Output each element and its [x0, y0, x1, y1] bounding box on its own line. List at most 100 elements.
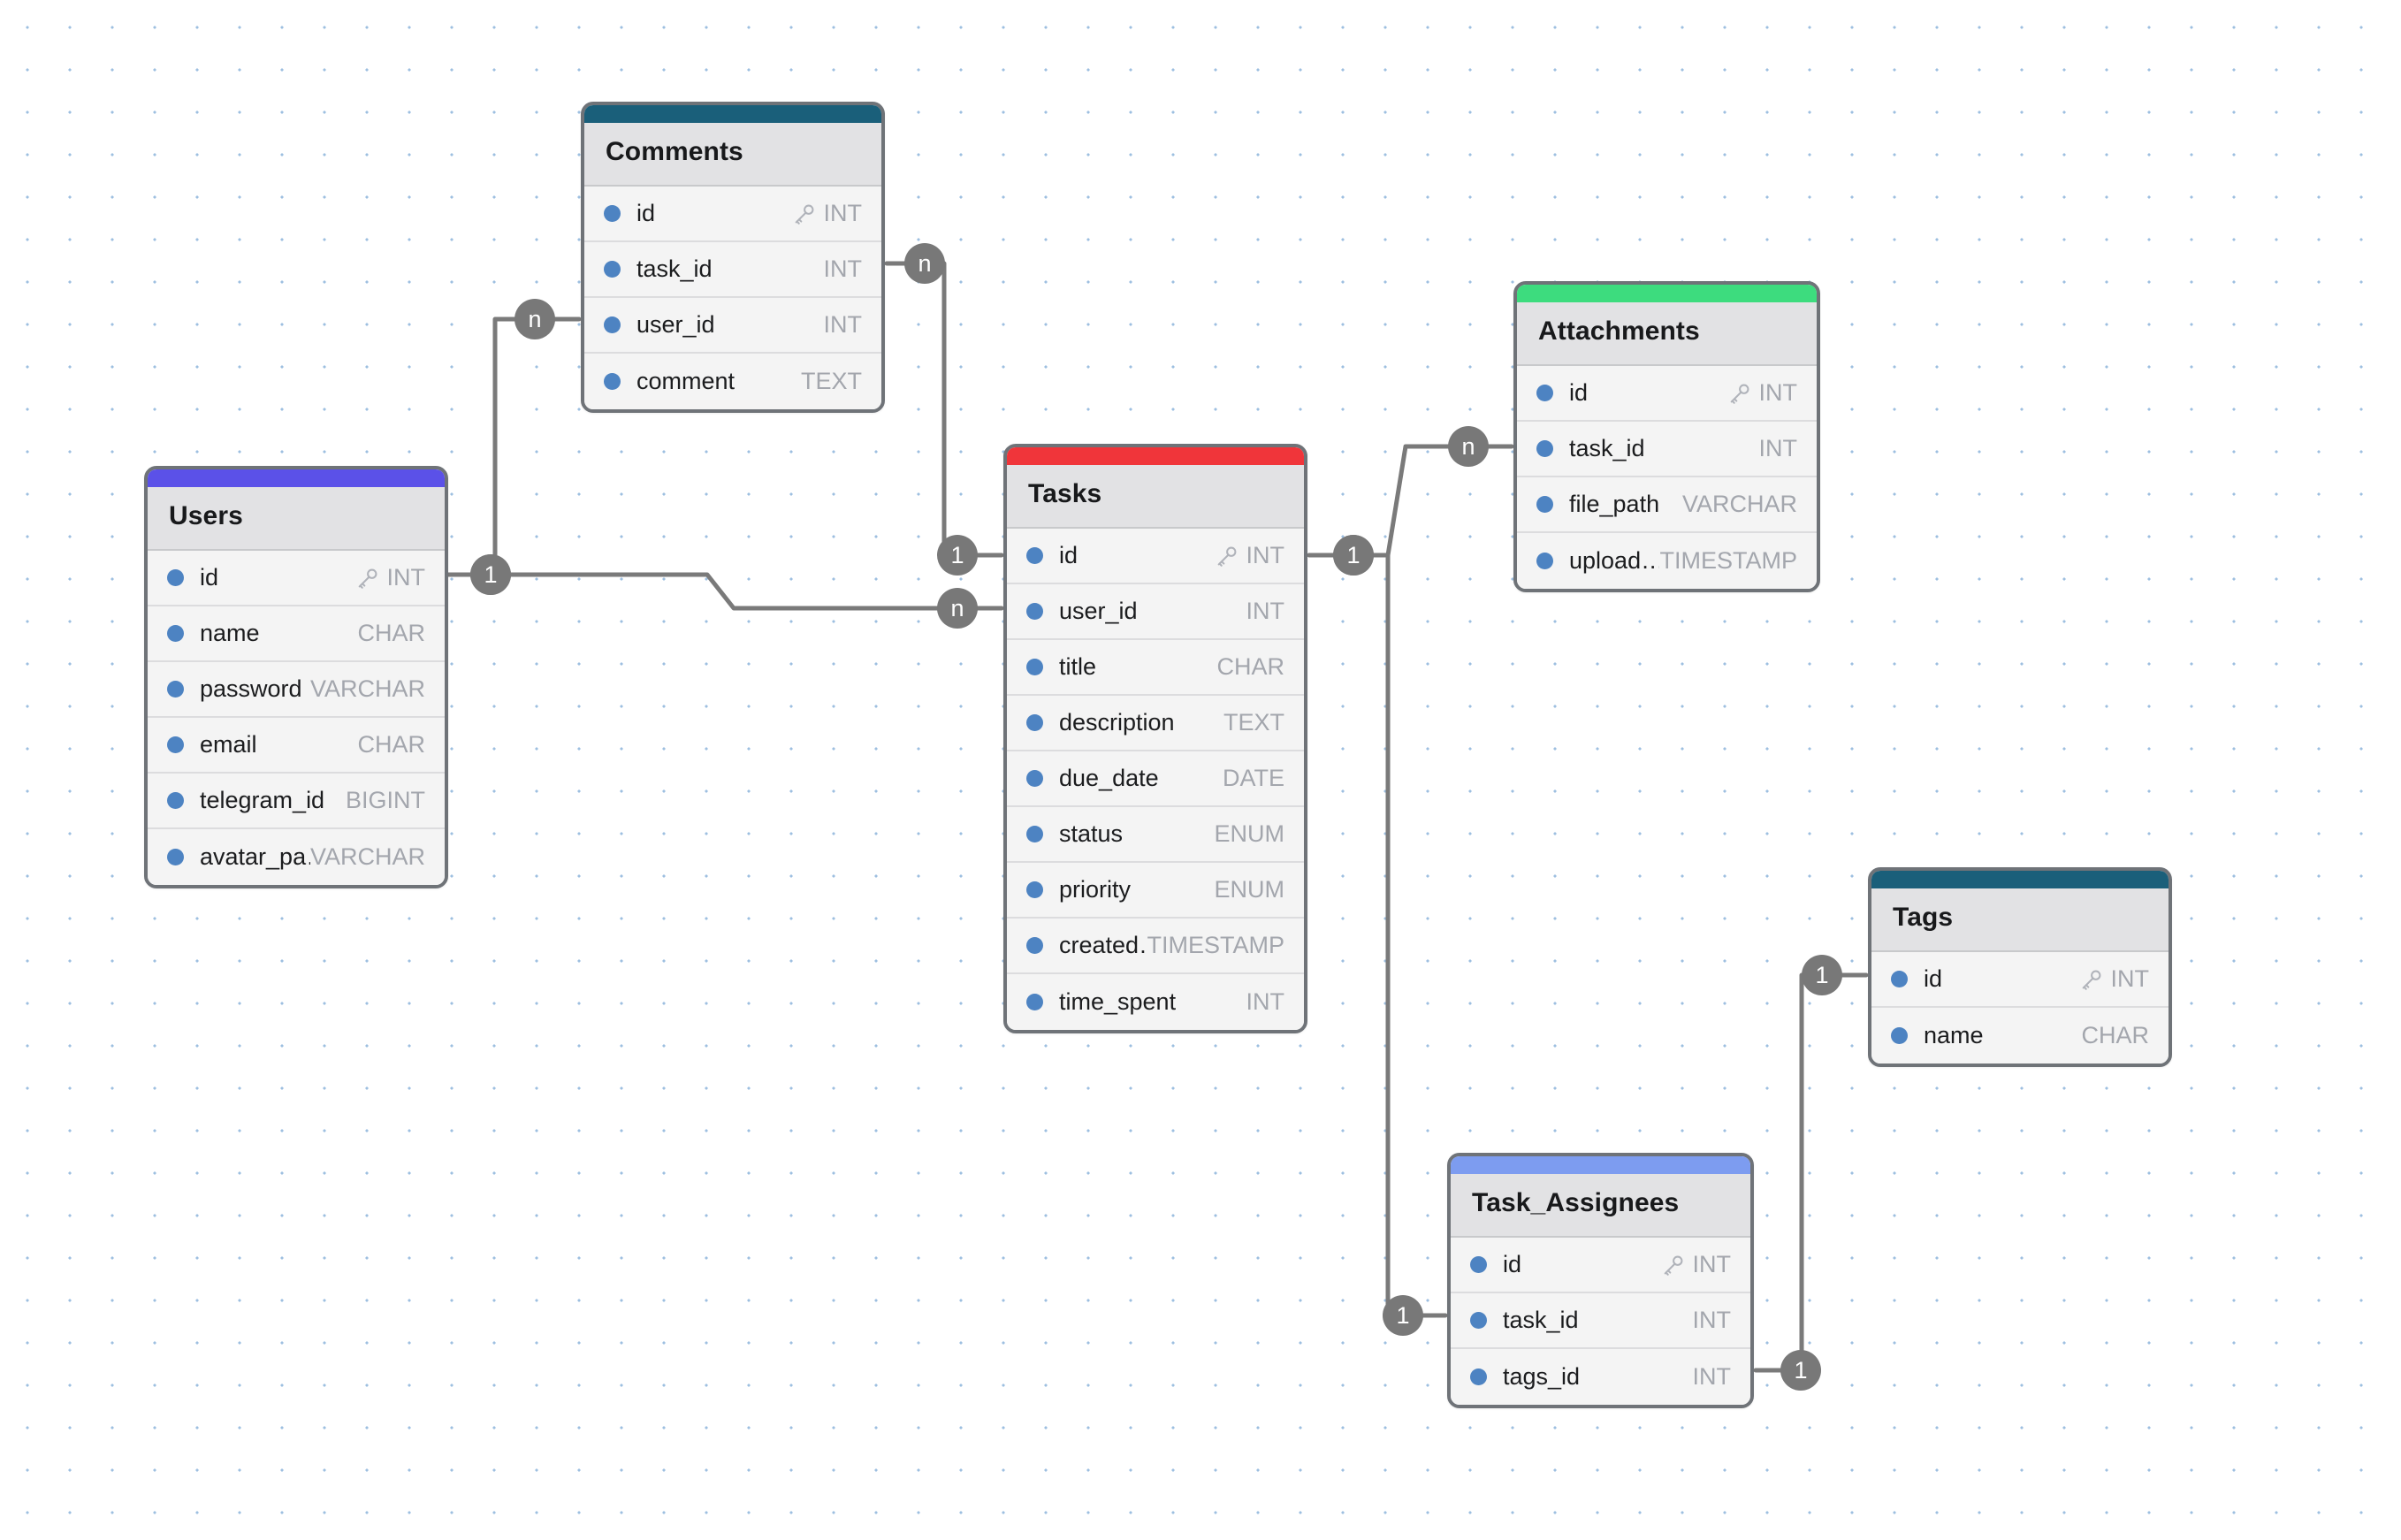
cardinality-badge-tasks-comments-from[interactable]: 1 [937, 535, 978, 576]
attribute-type: INT [823, 255, 863, 282]
attribute-row[interactable]: telegram_id BIGINT [148, 774, 445, 829]
attribute-meta: BIGINT [346, 787, 425, 814]
entity-color-bar [1517, 285, 1817, 302]
cardinality-badge-users-tasks-to[interactable]: n [937, 588, 978, 629]
attribute-type: ENUM [1214, 820, 1285, 847]
attribute-row[interactable]: avatar_pa…VARCHAR [148, 829, 445, 885]
attribute-type: INT [1692, 1307, 1732, 1333]
key-icon [1662, 1254, 1685, 1277]
attribute-meta: CHAR [1216, 653, 1284, 681]
entity-title: Users [148, 487, 445, 551]
attribute-type: TEXT [800, 368, 862, 394]
dot-icon [604, 373, 621, 390]
attribute-meta: INT [1246, 988, 1285, 1016]
dot-icon [604, 261, 621, 278]
attribute-name: avatar_pa… [200, 843, 310, 870]
attribute-type: TEXT [1223, 709, 1284, 736]
dot-icon [1470, 1312, 1487, 1329]
entity-color-bar [1871, 871, 2169, 888]
attribute-name: created… [1059, 932, 1147, 958]
dot-icon [1026, 881, 1043, 898]
entity-color-bar [584, 105, 881, 123]
entity-color-bar [1451, 1156, 1750, 1174]
attribute-name: task_id [1569, 435, 1645, 461]
attribute-meta: INT [1246, 598, 1285, 625]
cardinality-badge-tags-task_assignees-to[interactable]: 1 [1780, 1350, 1821, 1391]
cardinality-badge-users-comments-to[interactable]: n [514, 299, 555, 339]
dot-icon [167, 849, 184, 865]
relationship-line-tasks-comments[interactable] [884, 261, 1004, 558]
cardinality-badge-tags-task_assignees-from[interactable]: 1 [1802, 955, 1842, 995]
attribute-meta: VARCHAR [310, 843, 425, 871]
relationship-line-tasks-task_assignees[interactable] [1307, 553, 1448, 1318]
entity-title: Tags [1871, 888, 2169, 952]
attribute-type: INT [386, 564, 426, 591]
attribute-type: TIMESTAMP [1659, 547, 1797, 574]
dot-icon [1026, 714, 1043, 731]
attribute-row[interactable]: created…TIMESTAMP [1007, 919, 1304, 974]
attribute-type: BIGINT [345, 787, 425, 813]
attribute-type: INT [1246, 598, 1285, 624]
cardinality-badge-tasks-task_assignees-from[interactable]: 1 [1333, 535, 1374, 576]
attribute-name: id [1924, 965, 1943, 992]
attribute-row[interactable]: upload…TIMESTAMP [1517, 533, 1817, 589]
attribute-name: name [1924, 1022, 1984, 1048]
relationship-line-users-comments[interactable] [446, 316, 582, 577]
cardinality-badge-tasks-comments-to[interactable]: n [904, 243, 945, 284]
relationship-line-users-tasks[interactable] [446, 572, 1004, 611]
dot-icon [1536, 440, 1553, 457]
dot-icon [167, 681, 184, 698]
dot-icon [167, 736, 184, 753]
attribute-type: CHAR [357, 620, 425, 646]
attribute-meta: INT [356, 564, 426, 591]
attribute-name: password [200, 675, 302, 702]
attribute-name: telegram_id [200, 787, 325, 813]
attribute-type: INT [823, 200, 863, 226]
attribute-row[interactable]: id INT [1871, 952, 2169, 1008]
attribute-type: TIMESTAMP [1147, 932, 1284, 958]
cardinality-badge-users-tasks-from[interactable]: 1 [470, 554, 511, 595]
attribute-name: priority [1059, 876, 1132, 903]
dot-icon [1026, 603, 1043, 620]
entity-title: Tasks [1007, 465, 1304, 529]
attribute-type: INT [1692, 1363, 1732, 1390]
attribute-row[interactable]: title CHAR [1007, 640, 1304, 696]
attribute-type: INT [1692, 1251, 1732, 1277]
cardinality-badge-tasks-task_assignees-to[interactable]: 1 [1383, 1295, 1423, 1336]
relationship-line-tags-task_assignees[interactable] [1753, 972, 1869, 1373]
attribute-meta: INT [2080, 965, 2150, 993]
attribute-type: INT [2110, 965, 2150, 992]
attribute-meta: VARCHAR [1682, 491, 1797, 518]
cardinality-badge-tasks-attachments-to[interactable]: n [1448, 426, 1489, 467]
attribute-name: title [1059, 653, 1097, 680]
